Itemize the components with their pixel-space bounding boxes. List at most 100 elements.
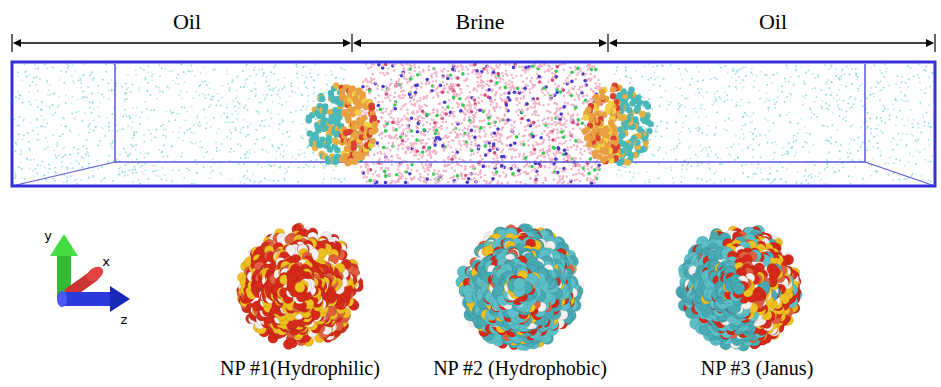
oil-dot bbox=[750, 72, 752, 74]
oil-dot bbox=[743, 138, 745, 140]
oil-dot bbox=[803, 82, 805, 84]
oil-dot bbox=[925, 70, 927, 72]
oil-dot bbox=[119, 153, 121, 155]
oil-dot bbox=[766, 178, 768, 180]
oil-dot bbox=[49, 84, 51, 86]
oil-dot bbox=[695, 127, 697, 129]
oil-dot bbox=[753, 86, 755, 88]
oil-dot bbox=[692, 108, 694, 110]
oil-dot bbox=[926, 112, 928, 114]
oil-dot bbox=[106, 117, 108, 119]
oil-dot bbox=[742, 116, 744, 118]
oil-dot bbox=[122, 127, 124, 129]
oil-dot bbox=[866, 97, 868, 99]
oil-dot bbox=[70, 175, 72, 177]
oil-dot bbox=[751, 68, 753, 70]
oil-dot bbox=[716, 171, 718, 173]
oil-dot bbox=[313, 100, 315, 102]
oil-dot bbox=[732, 70, 734, 72]
oil-dot bbox=[714, 133, 716, 135]
oil-dot bbox=[25, 118, 27, 120]
oil-dot bbox=[181, 152, 183, 154]
oil-dot bbox=[896, 116, 898, 118]
oil-dot bbox=[913, 119, 915, 121]
oil-dot bbox=[629, 82, 631, 84]
oil-dot bbox=[845, 116, 847, 118]
oil-dot bbox=[60, 124, 62, 126]
oil-dot bbox=[895, 83, 897, 85]
oil-dot bbox=[165, 111, 167, 113]
oil-dot bbox=[181, 98, 183, 100]
oil-dot bbox=[179, 127, 181, 129]
oil-dot bbox=[839, 115, 841, 117]
oil-dot bbox=[205, 152, 207, 154]
oil-dot bbox=[846, 110, 848, 112]
oil-dot bbox=[135, 74, 137, 76]
oil-dot bbox=[616, 70, 618, 72]
oil-dot bbox=[132, 145, 134, 147]
oil-dot bbox=[808, 151, 810, 153]
oil-dot bbox=[124, 101, 126, 103]
oil-dot bbox=[134, 166, 136, 168]
oil-dot bbox=[56, 157, 58, 159]
oil-dot bbox=[910, 109, 912, 111]
oil-dot bbox=[125, 83, 127, 85]
oil-dot bbox=[230, 122, 232, 124]
oil-dot bbox=[871, 132, 873, 134]
oil-dot bbox=[13, 119, 15, 121]
oil-dot bbox=[884, 163, 886, 165]
oil-dot bbox=[617, 169, 619, 171]
oil-dot bbox=[102, 178, 104, 180]
oil-dot bbox=[668, 104, 670, 106]
oil-dot bbox=[141, 171, 143, 173]
oil-dot bbox=[43, 149, 45, 151]
oil-dot bbox=[839, 79, 841, 81]
oil-dot bbox=[775, 141, 777, 143]
oil-dot bbox=[850, 138, 852, 140]
oil-dot bbox=[15, 173, 17, 175]
oil-dot bbox=[753, 173, 755, 175]
oil-dot bbox=[144, 77, 146, 79]
oil-dot bbox=[131, 127, 133, 129]
oil-dot bbox=[40, 165, 42, 167]
oil-dot bbox=[748, 176, 750, 178]
oil-dot bbox=[148, 129, 150, 131]
oil-dot bbox=[317, 74, 319, 76]
oil-dot bbox=[648, 79, 650, 81]
oil-dot bbox=[254, 181, 256, 183]
oil-dot bbox=[270, 112, 272, 114]
oil-dot bbox=[243, 86, 245, 88]
oil-dot bbox=[908, 79, 910, 81]
oil-dot bbox=[43, 175, 45, 177]
oil-dot bbox=[644, 182, 646, 184]
oil-dot bbox=[691, 78, 693, 80]
oil-dot bbox=[750, 144, 752, 146]
oil-dot bbox=[728, 86, 730, 88]
oil-dot bbox=[882, 110, 884, 112]
oil-dot bbox=[731, 77, 733, 79]
oil-dot bbox=[82, 166, 84, 168]
brine-dot bbox=[392, 127, 394, 129]
oil-dot bbox=[842, 166, 844, 168]
oil-dot bbox=[29, 150, 31, 152]
oil-dot bbox=[77, 152, 79, 154]
oil-dot bbox=[768, 179, 770, 181]
oil-dot bbox=[210, 104, 212, 106]
oil-dot bbox=[737, 157, 739, 159]
oil-dot bbox=[730, 155, 732, 157]
oil-dot bbox=[890, 141, 892, 143]
oil-dot bbox=[916, 141, 918, 143]
oil-dot bbox=[229, 88, 231, 90]
oil-dot bbox=[108, 130, 110, 132]
oil-dot bbox=[922, 114, 924, 116]
oil-dot bbox=[92, 79, 94, 81]
oil-dot bbox=[49, 107, 51, 109]
oil-dot bbox=[702, 79, 704, 81]
oil-dot bbox=[72, 65, 74, 67]
oil-dot bbox=[296, 64, 298, 66]
oil-dot bbox=[860, 126, 862, 128]
oil-dot bbox=[795, 152, 797, 154]
oil-dot bbox=[724, 120, 726, 122]
oil-dot bbox=[632, 176, 634, 178]
oil-dot bbox=[303, 167, 305, 169]
